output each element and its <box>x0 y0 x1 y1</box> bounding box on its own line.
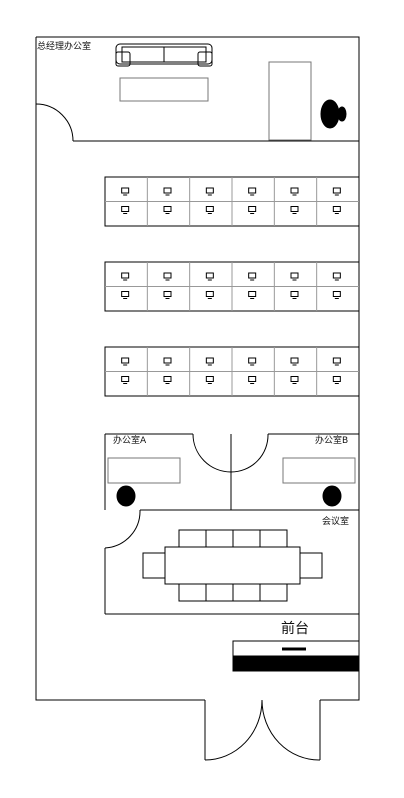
computer-icon <box>205 187 214 196</box>
computer-icon <box>332 272 341 281</box>
gm-office-label: 总经理办公室 <box>37 42 92 52</box>
meeting-chair <box>259 583 288 602</box>
gm-office-door-swing <box>35 103 74 142</box>
meeting-chair <box>232 583 261 602</box>
office-a-door-swing <box>192 433 232 473</box>
computer-icon <box>163 272 172 281</box>
desk-row <box>104 346 360 397</box>
meeting-chair <box>205 583 234 602</box>
meeting-chair <box>178 529 207 548</box>
meeting-chair <box>142 552 166 579</box>
computer-icon <box>332 357 341 366</box>
gm-desk <box>268 61 312 141</box>
office-a-chair-icon <box>116 485 136 507</box>
computer-icon <box>248 376 257 384</box>
computer-icon <box>121 206 130 214</box>
computer-icon <box>163 357 172 366</box>
office-b-label: 办公室B <box>315 436 349 446</box>
computer-icon <box>332 291 341 299</box>
computer-icon <box>163 206 172 214</box>
computer-icon <box>121 187 130 196</box>
computer-icon <box>332 187 341 196</box>
computer-icon <box>290 272 299 281</box>
computer-icon <box>248 357 257 366</box>
computer-icon <box>248 291 257 299</box>
coffee-table <box>119 77 209 102</box>
computer-icon <box>290 206 299 214</box>
computer-icon <box>205 376 214 384</box>
office-b-chair-icon <box>322 485 342 507</box>
workstation-area <box>104 176 360 397</box>
desk-row <box>104 176 360 227</box>
sofa-icon <box>115 43 213 67</box>
meeting-chair <box>232 529 261 548</box>
meeting-chair <box>178 583 207 602</box>
office-a-label: 办公室A <box>113 436 147 446</box>
computer-icon <box>205 272 214 281</box>
meeting-door-swing <box>104 509 141 549</box>
computer-icon <box>332 206 341 214</box>
computer-icon <box>163 291 172 299</box>
computer-icon <box>121 291 130 299</box>
desk-row <box>104 261 360 312</box>
computer-icon <box>205 206 214 214</box>
computer-icon <box>121 376 130 384</box>
computer-icon <box>163 376 172 384</box>
meeting-chair <box>259 529 288 548</box>
computer-icon <box>248 187 257 196</box>
meeting-table <box>164 546 301 585</box>
gm-chair-icon <box>320 99 347 129</box>
computer-icon <box>290 187 299 196</box>
meeting-chairs <box>142 529 323 602</box>
entrance-doors <box>204 699 321 761</box>
computer-icon <box>290 291 299 299</box>
computer-icon <box>205 291 214 299</box>
reception-label: 前台 <box>281 621 309 637</box>
computer-icon <box>205 357 214 366</box>
office-a-desk <box>107 457 181 484</box>
office-b-desk <box>282 457 356 484</box>
computer-icon <box>121 357 130 366</box>
meeting-chair <box>299 552 323 579</box>
computer-icon <box>163 187 172 196</box>
meeting-chair <box>205 529 234 548</box>
reception-counter <box>232 655 360 672</box>
computer-icon <box>332 376 341 384</box>
computer-icon <box>121 272 130 281</box>
office-b-door-swing <box>230 433 269 473</box>
computer-icon <box>248 206 257 214</box>
computer-icon <box>290 376 299 384</box>
computer-icon <box>290 357 299 366</box>
meeting-room-label: 会议室 <box>322 517 350 527</box>
computer-icon <box>248 272 257 281</box>
